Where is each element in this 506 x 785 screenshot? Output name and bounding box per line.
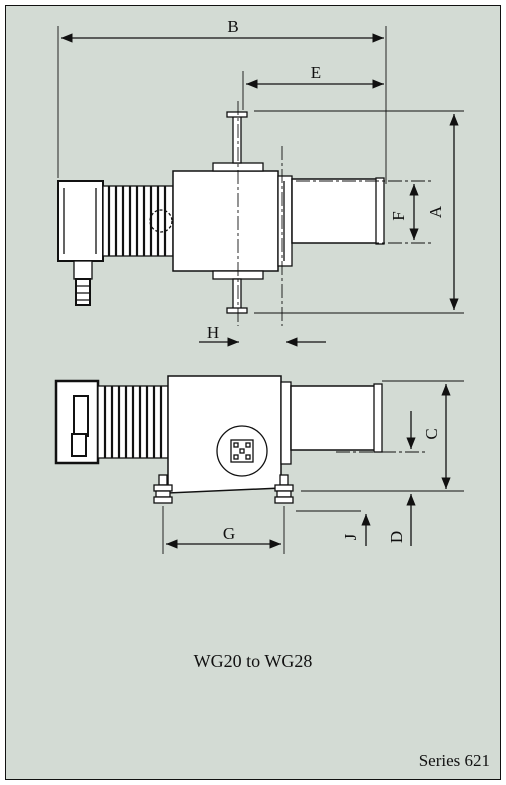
top-view: [57, 111, 385, 314]
handwheel-circle: [149, 209, 173, 233]
dimension-label-a: A: [426, 205, 445, 218]
shaft-top: [232, 113, 242, 164]
side-view: [54, 375, 383, 504]
shaft-bottom: [232, 278, 242, 312]
dimension-label-d: D: [387, 531, 406, 543]
dimension-label-j: J: [341, 533, 360, 540]
mounting-foot-left: [153, 474, 173, 504]
dimension-label-e: E: [311, 63, 321, 82]
dimension-label-c: C: [422, 428, 441, 439]
dimension-label-b: B: [227, 17, 238, 36]
model-range-caption: WG20 to WG28: [193, 651, 313, 671]
mounting-foot-right: [274, 474, 294, 504]
technical-drawing: B E A F H C G J D: [54, 17, 464, 554]
drawing-panel: B E A F H C G J D WG20 to WG28 Series 62…: [5, 5, 501, 780]
mounting-flange: [277, 175, 293, 267]
series-label: Series 621: [418, 751, 490, 770]
dimension-label-g: G: [223, 524, 235, 543]
dimension-label-h: H: [207, 323, 219, 342]
output-cylinder-top: [291, 178, 383, 244]
output-cylinder-side: [290, 385, 379, 451]
dimension-label-f: F: [389, 211, 408, 220]
gearbox-body-top: [172, 170, 279, 272]
